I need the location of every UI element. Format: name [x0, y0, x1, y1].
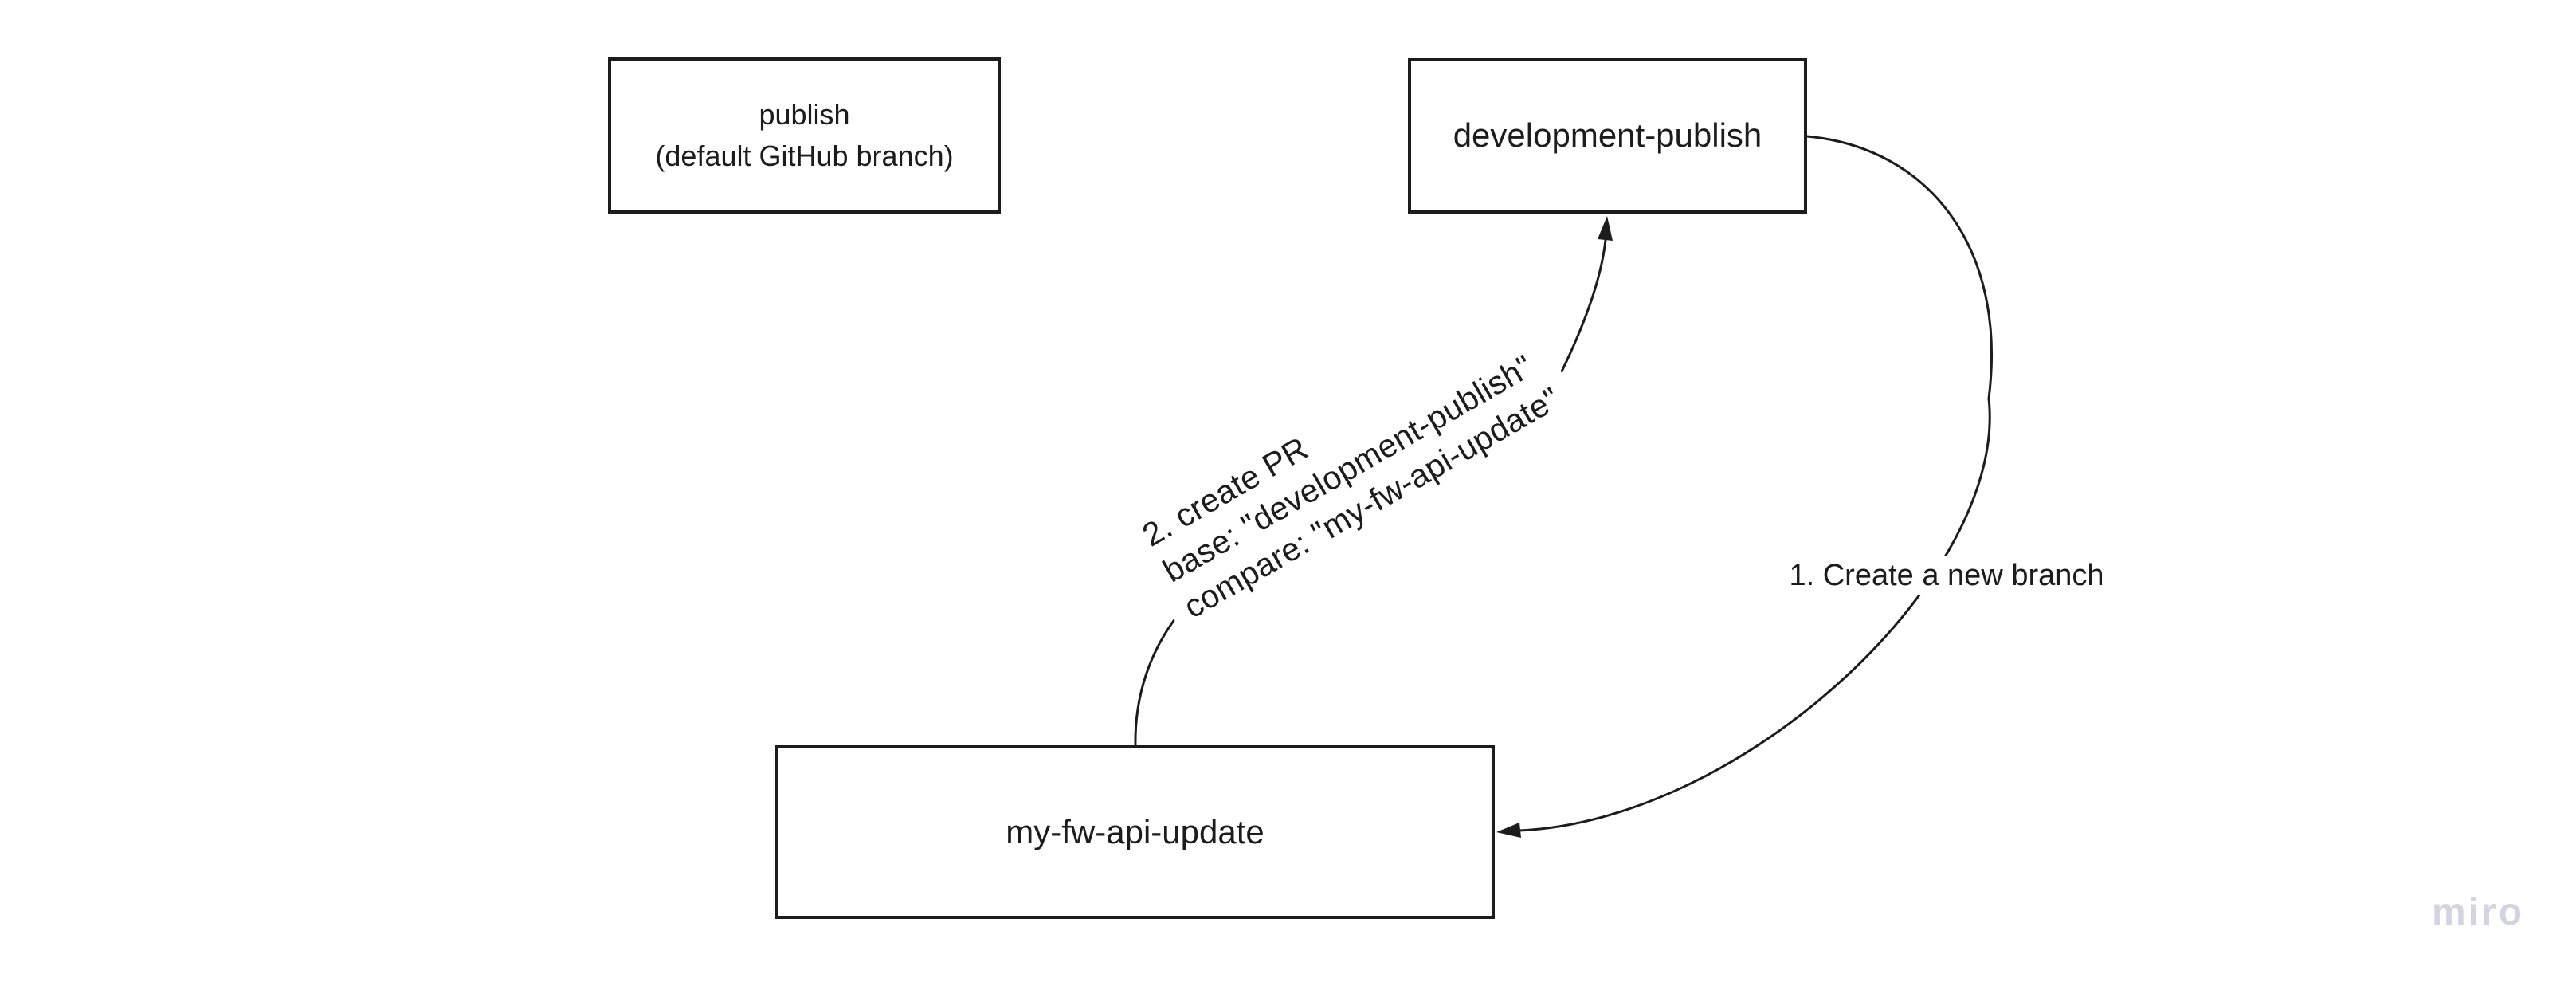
shape-my-fw-api-update-label: my-fw-api-update [1006, 812, 1264, 850]
shape-development-publish-branch[interactable]: development-publish [1408, 58, 1807, 214]
miro-logo: miro [2432, 891, 2525, 933]
arrowhead-into-development-publish[interactable] [1598, 216, 1613, 241]
connector-label-create-branch[interactable]: 1. Create a new branch [1781, 556, 2112, 595]
connector-create-branch-line[interactable] [1518, 135, 1993, 832]
shape-publish-label: publish (default GitHub branch) [655, 97, 954, 172]
arrowhead-into-my-fw-api-update[interactable] [1496, 823, 1521, 838]
shape-development-publish-label: development-publish [1453, 116, 1762, 155]
shape-my-fw-api-update-branch[interactable]: my-fw-api-update [775, 745, 1495, 919]
shape-publish-branch[interactable]: publish (default GitHub branch) [608, 57, 1001, 214]
